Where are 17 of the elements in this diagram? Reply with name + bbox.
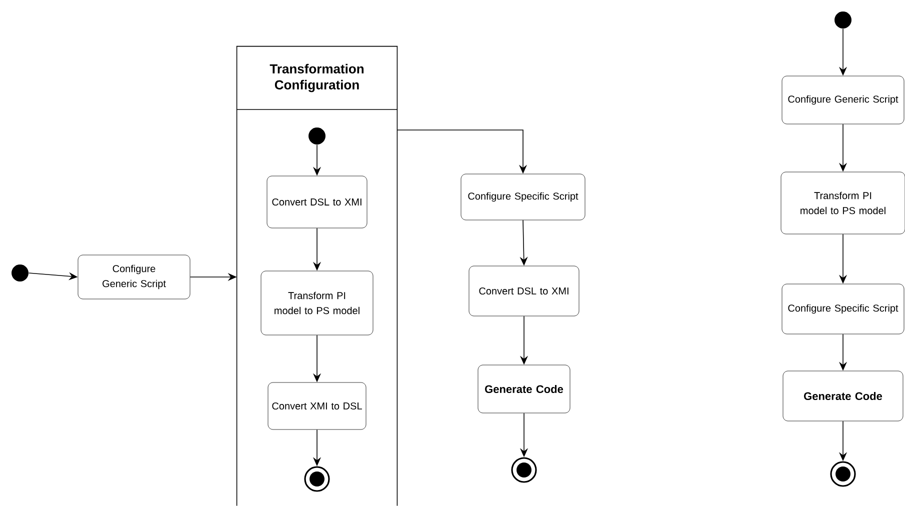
end-bullseye bbox=[830, 461, 856, 487]
end-bullseye bbox=[304, 466, 330, 492]
action-box: Convert DSL to XMI bbox=[468, 266, 580, 316]
end-bullseye bbox=[511, 457, 537, 483]
action-box: Configure Specific Script bbox=[460, 174, 586, 220]
action-box: Configure Generic Script bbox=[782, 76, 904, 124]
start-dot bbox=[834, 12, 852, 28]
action-box: Configure Generic Script bbox=[78, 254, 190, 300]
action-box: Generate Code bbox=[782, 370, 904, 422]
action-box: Generate Code bbox=[478, 364, 570, 414]
action-box: Convert DSL to XMI bbox=[266, 176, 368, 228]
action-box: Transform PI model to PS model bbox=[260, 270, 374, 336]
action-box: Convert XMI to DSL bbox=[268, 382, 366, 430]
start-dot bbox=[12, 264, 29, 282]
action-box: Transform PI model to PS model bbox=[780, 172, 905, 234]
action-box: Configure Specific Script bbox=[782, 284, 904, 334]
start-dot bbox=[308, 128, 326, 144]
